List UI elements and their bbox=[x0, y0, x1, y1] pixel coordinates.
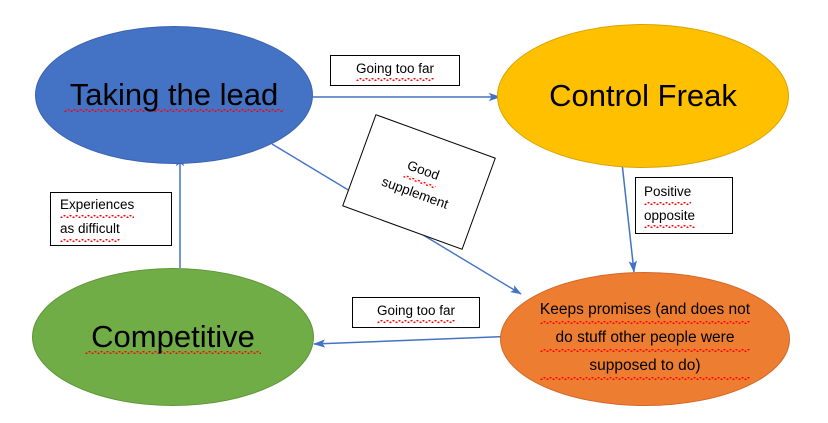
node-keeps-promises-line-2: do stuff other people were bbox=[539, 324, 751, 353]
node-keeps-promises[interactable]: Keeps promises (and does not do stuff ot… bbox=[500, 272, 790, 406]
edge-label-experiences-line-1: Experiences bbox=[60, 195, 135, 219]
node-keeps-promises-line-3: supposed to do) bbox=[539, 353, 751, 381]
node-control-freak[interactable]: Control Freak bbox=[497, 24, 789, 168]
node-control-freak-label: Control Freak bbox=[549, 77, 737, 113]
node-competitive-label: Competitive bbox=[85, 318, 261, 356]
edge-label-going-too-far-top-text: Going too far bbox=[355, 58, 435, 83]
node-keeps-promises-label: Keeps promises (and does not do stuff ot… bbox=[530, 296, 760, 381]
edge-label-going-too-far-bottom-text: Going too far bbox=[376, 300, 456, 325]
node-competitive[interactable]: Competitive bbox=[32, 268, 314, 406]
node-keeps-promises-line-1: Keeps promises (and does not bbox=[539, 296, 751, 325]
node-taking-the-lead-label: Taking the lead bbox=[64, 76, 285, 114]
edge-label-going-too-far-bottom[interactable]: Going too far bbox=[352, 297, 480, 328]
edge-label-good-supplement[interactable]: Good supplement bbox=[342, 114, 496, 250]
edge-label-experiences-as-difficult[interactable]: Experiences as difficult bbox=[50, 192, 172, 246]
arrow-keeps-to-competitive bbox=[313, 335, 520, 348]
node-taking-the-lead[interactable]: Taking the lead bbox=[35, 26, 313, 164]
edge-label-going-too-far-top[interactable]: Going too far bbox=[330, 55, 460, 86]
arrow-control-to-keeps bbox=[621, 162, 637, 273]
edge-label-experiences-line-2: as difficult bbox=[60, 219, 120, 243]
edge-label-positive-opposite[interactable]: Positive opposite bbox=[635, 177, 733, 234]
edge-label-positive-opposite-line-1: Positive bbox=[644, 181, 692, 206]
edge-label-positive-opposite-line-2: opposite bbox=[644, 205, 696, 230]
